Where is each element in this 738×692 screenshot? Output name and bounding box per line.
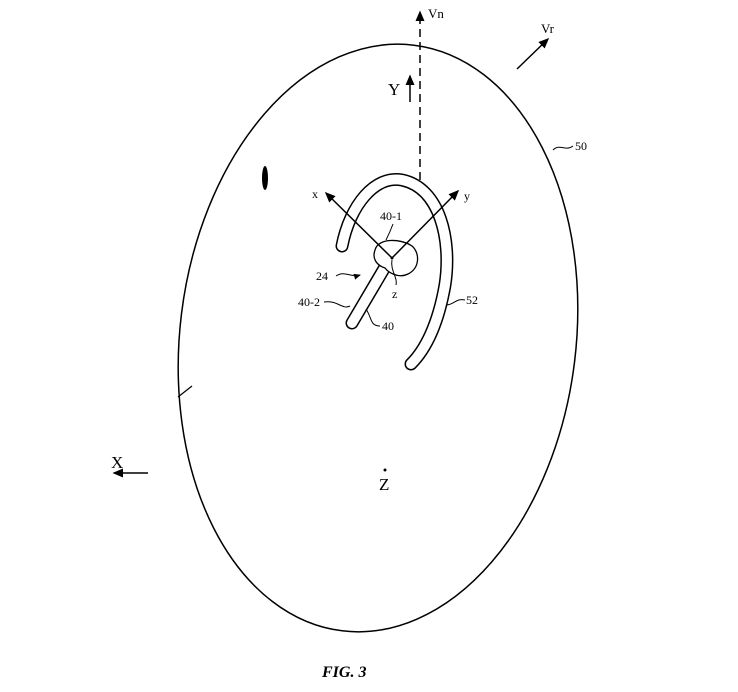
leader-z — [391, 259, 397, 286]
label-40: 40 — [382, 319, 394, 333]
leader-52 — [446, 299, 466, 306]
label-50: 50 — [575, 139, 587, 153]
label-vr: Vr — [541, 21, 555, 36]
label-52: 52 — [466, 293, 478, 307]
earbud-40 — [345, 239, 419, 330]
leader-40 — [365, 308, 381, 327]
label-40-2: 40-2 — [298, 295, 320, 309]
vr-arrow — [516, 37, 550, 70]
z-dot — [383, 468, 387, 472]
label-Y: Y — [388, 80, 400, 99]
label-x: x — [312, 187, 318, 201]
label-vn: Vn — [428, 6, 444, 21]
y-local-axis — [391, 189, 460, 259]
leader-50 — [552, 145, 574, 151]
eye-mark — [262, 166, 268, 190]
origin-dot — [390, 256, 394, 260]
label-24: 24 — [316, 269, 328, 283]
earbud-head-40-1 — [373, 239, 419, 277]
head-outline-50 — [177, 43, 579, 633]
label-40-1: 40-1 — [380, 209, 402, 223]
leader-40-1 — [385, 223, 394, 241]
label-Z: Z — [379, 475, 389, 494]
label-X: X — [111, 453, 123, 472]
label-z: z — [392, 287, 397, 301]
label-y: y — [464, 189, 470, 203]
tick-mark — [177, 385, 193, 398]
leader-24 — [335, 273, 361, 280]
figure-caption: FIG. 3 — [321, 664, 366, 681]
ear-hook-52 — [335, 173, 454, 371]
leader-40-2 — [323, 301, 351, 308]
x-local-axis — [324, 191, 393, 259]
